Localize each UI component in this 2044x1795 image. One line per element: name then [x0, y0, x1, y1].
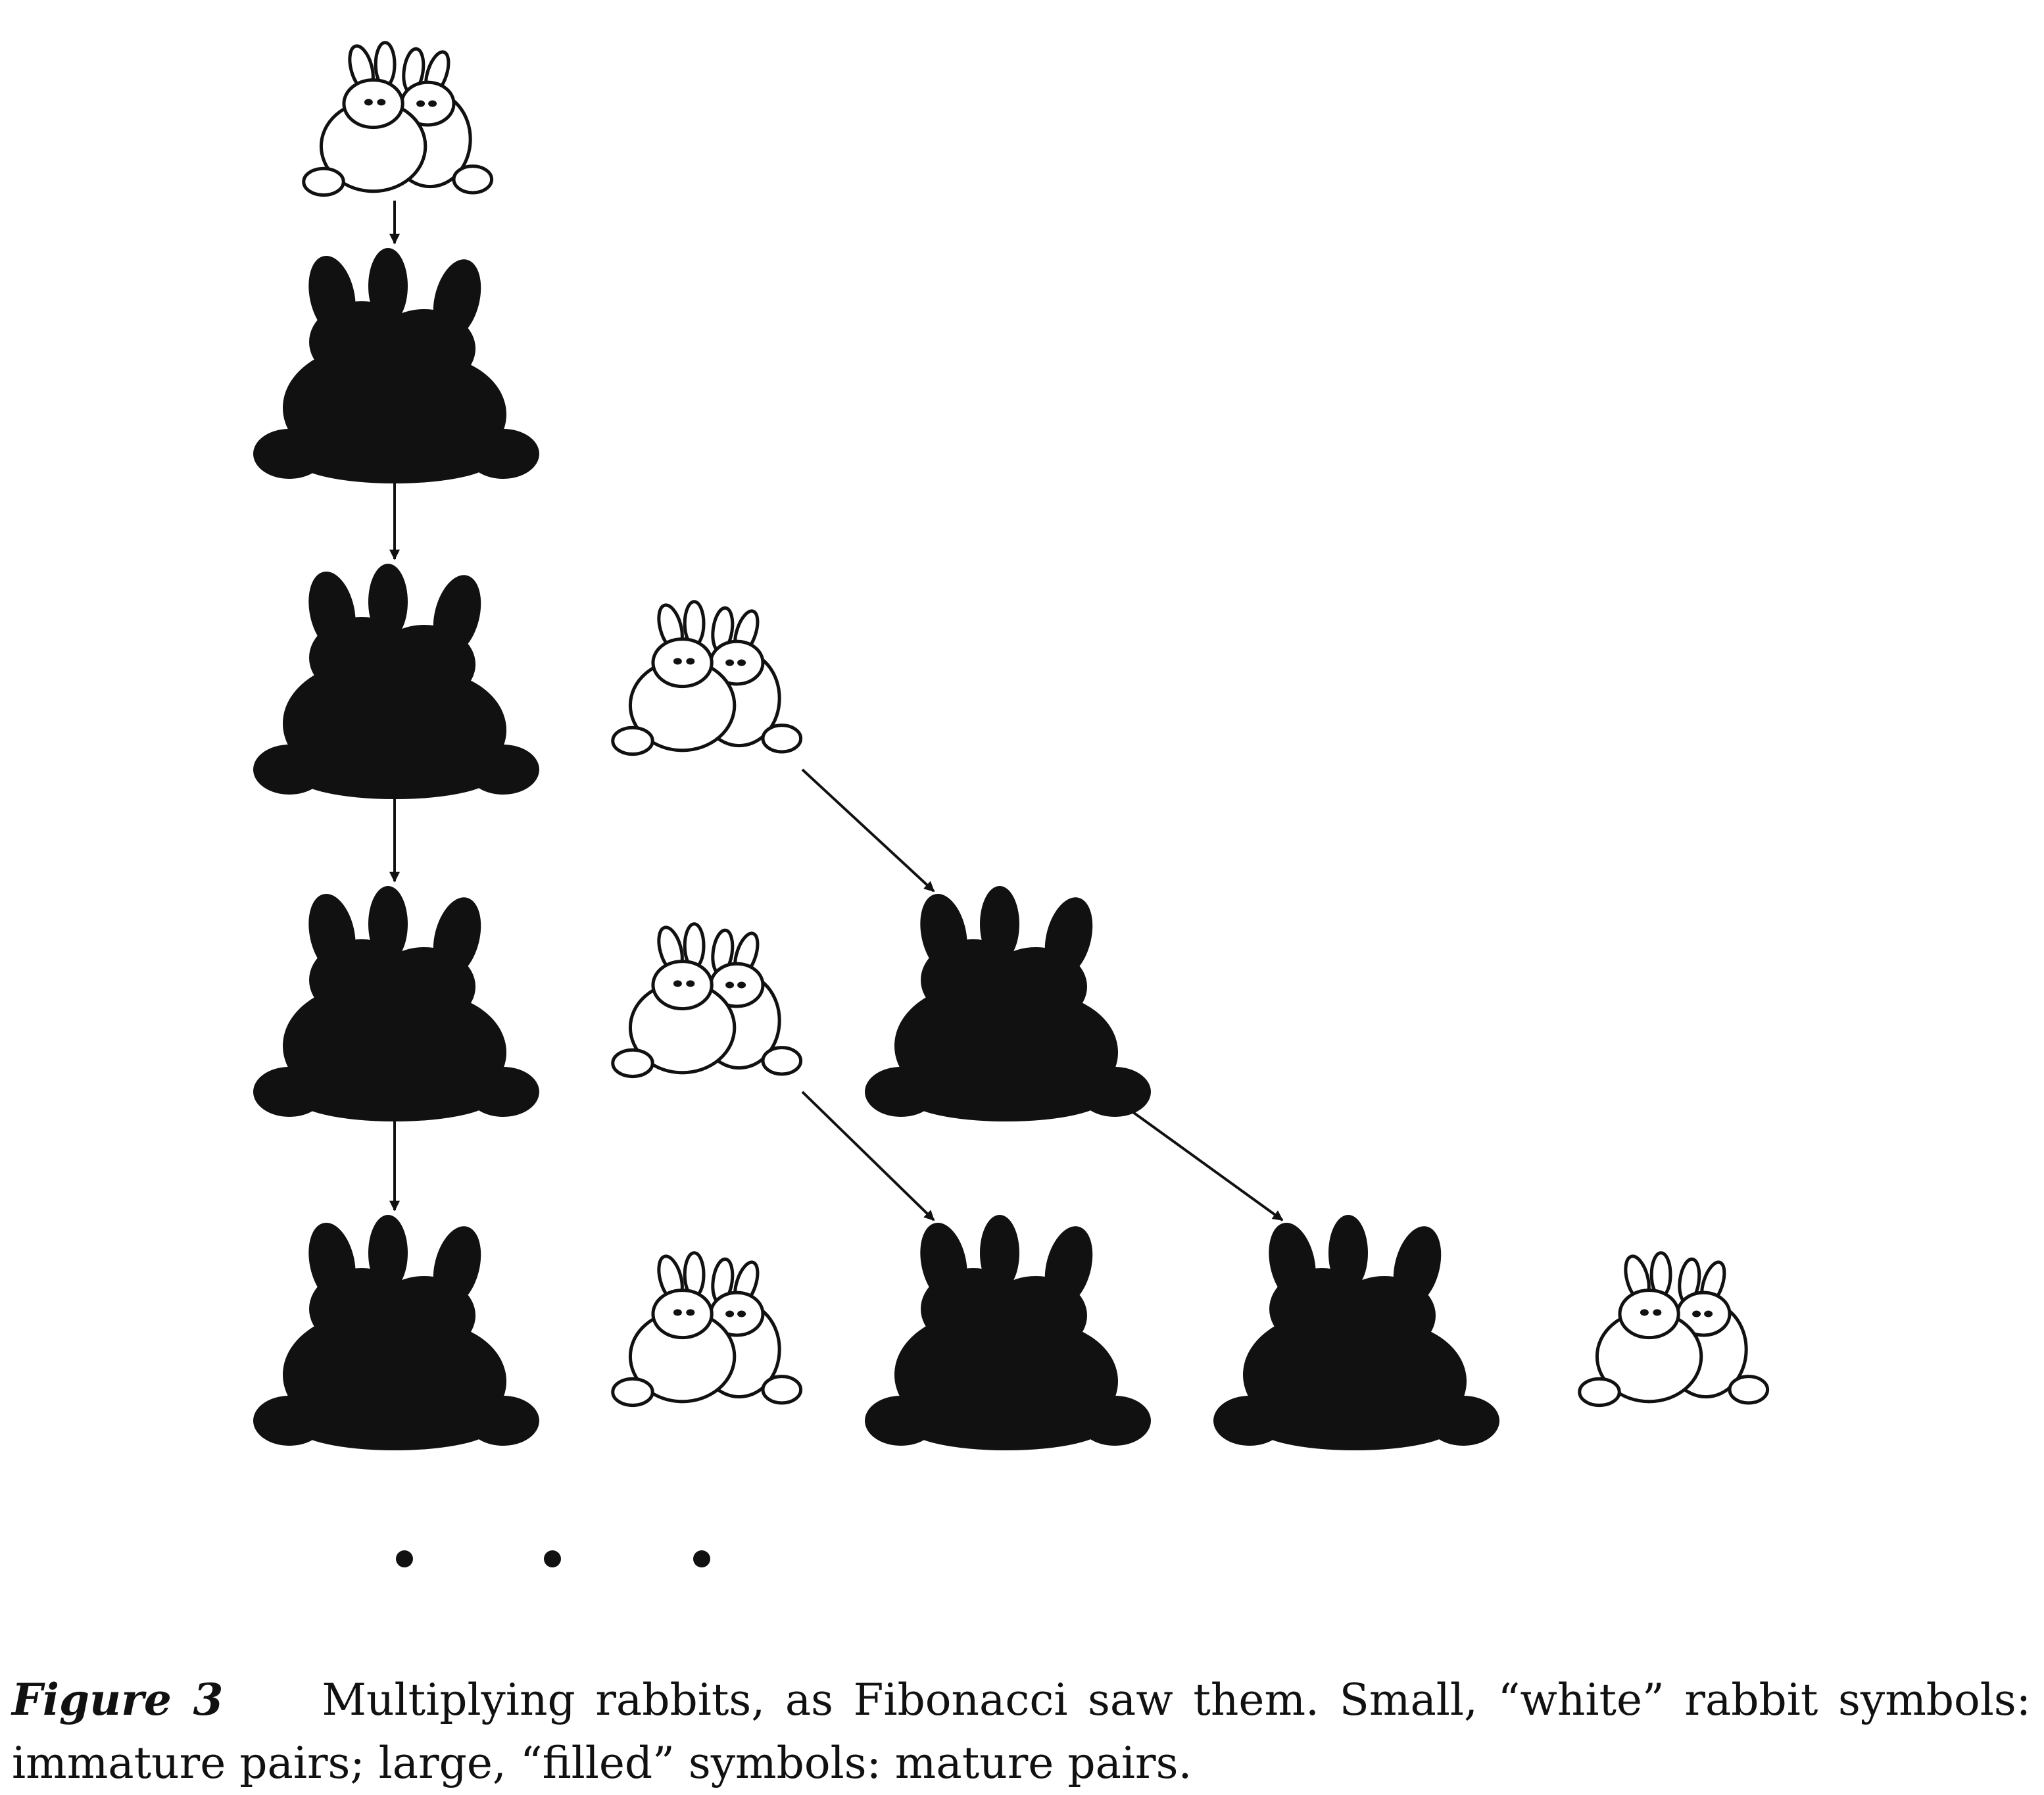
immature-rabbit-pair-icon — [611, 922, 803, 1079]
rabbits-layer — [253, 41, 1770, 1450]
arrow — [1104, 1091, 1284, 1221]
continuation-dots — [396, 1550, 710, 1567]
figure-caption-text: Multiplying rabbits, as Fibonacci saw th… — [12, 1675, 2031, 1788]
mature-rabbit-pair-icon — [865, 886, 1151, 1121]
arrow — [801, 768, 935, 893]
immature-rabbit-pair-icon — [611, 600, 803, 756]
mature-rabbit-pair-icon — [253, 886, 539, 1121]
figure-label: Figure 3 — [12, 1674, 224, 1725]
mature-rabbit-pair-icon — [253, 1215, 539, 1450]
continuation-dot — [396, 1550, 413, 1567]
mature-rabbit-pair-icon — [1213, 1215, 1499, 1450]
continuation-dot — [693, 1550, 710, 1567]
arrow — [801, 1091, 935, 1221]
mature-rabbit-pair-icon — [865, 1215, 1151, 1450]
immature-rabbit-pair-icon — [302, 41, 494, 197]
immature-rabbit-pair-icon — [611, 1251, 803, 1408]
arrows-layer — [389, 201, 1284, 1221]
mature-rabbit-pair-icon — [253, 248, 539, 483]
immature-rabbit-pair-icon — [1578, 1251, 1770, 1408]
continuation-dot — [544, 1550, 561, 1567]
mature-rabbit-pair-icon — [253, 564, 539, 799]
